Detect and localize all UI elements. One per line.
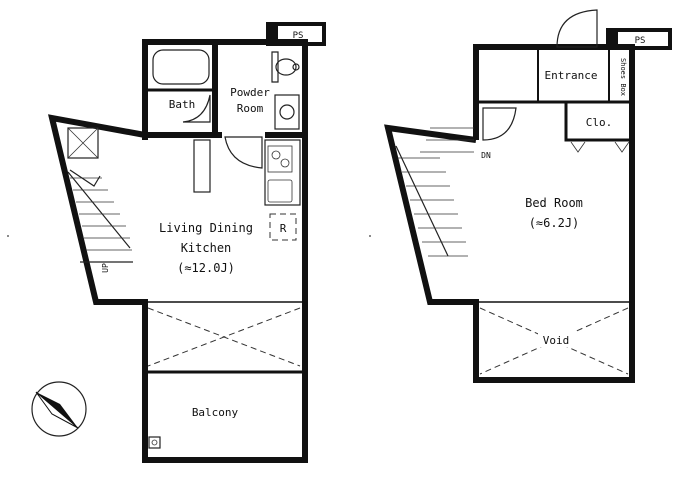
floor1-ps-label: PS xyxy=(293,31,304,41)
kitchen-counter xyxy=(264,139,301,206)
closet-label: Clo. xyxy=(586,116,613,129)
ldk-label-2: Kitchen xyxy=(181,241,232,255)
bath-label: Bath xyxy=(169,98,196,111)
shoes-box-label: Shoes Box xyxy=(619,58,627,96)
bedroom-label: Bed Room xyxy=(525,196,583,210)
floor1-staircase xyxy=(67,169,133,263)
entrance-door-icon xyxy=(556,9,598,48)
north-arrow-icon xyxy=(31,381,87,437)
bedroom-area-label: (≈6.2J) xyxy=(529,216,580,230)
fridge-label: R xyxy=(280,222,287,235)
floor2-ps-label: PS xyxy=(635,36,646,46)
floor2-staircase xyxy=(395,127,474,257)
bath-door-icon xyxy=(182,94,211,123)
ldk-label-1: Living Dining xyxy=(159,221,253,235)
kitchen-sink-icon xyxy=(267,179,293,203)
vent-fan-icon xyxy=(67,127,99,159)
ldk-area-label: (≈12.0J) xyxy=(177,261,235,275)
fridge-space xyxy=(269,213,297,241)
stove-icon xyxy=(267,145,293,173)
partition-stub xyxy=(193,139,211,193)
balcony-drain-icon xyxy=(148,436,161,449)
floor2-stair-label: DN xyxy=(481,151,491,160)
balcony-label: Balcony xyxy=(192,406,239,419)
closet-door-icon xyxy=(570,141,630,153)
void-label: Void xyxy=(543,334,570,347)
floor2-plan: PS Entrance Shoes Box Clo. DN Bed Room (… xyxy=(384,9,672,383)
floor2-ps-box: PS xyxy=(606,28,672,50)
bedroom-door-icon xyxy=(482,107,517,141)
floor1-plan: PS Bath Powder Room xyxy=(48,22,326,463)
powder-room-label-2: Room xyxy=(237,102,264,115)
powder-room-label-1: Powder xyxy=(230,86,270,99)
floor2-outer-wall xyxy=(384,44,635,383)
entrance-label: Entrance xyxy=(545,69,598,82)
floor1-opening-cross xyxy=(147,307,301,367)
floor1-stair-label: UP xyxy=(101,263,110,273)
sink-icon xyxy=(274,94,300,130)
toilet-icon xyxy=(271,51,300,83)
powder-door-icon xyxy=(224,136,263,169)
bathtub-icon xyxy=(152,49,210,85)
